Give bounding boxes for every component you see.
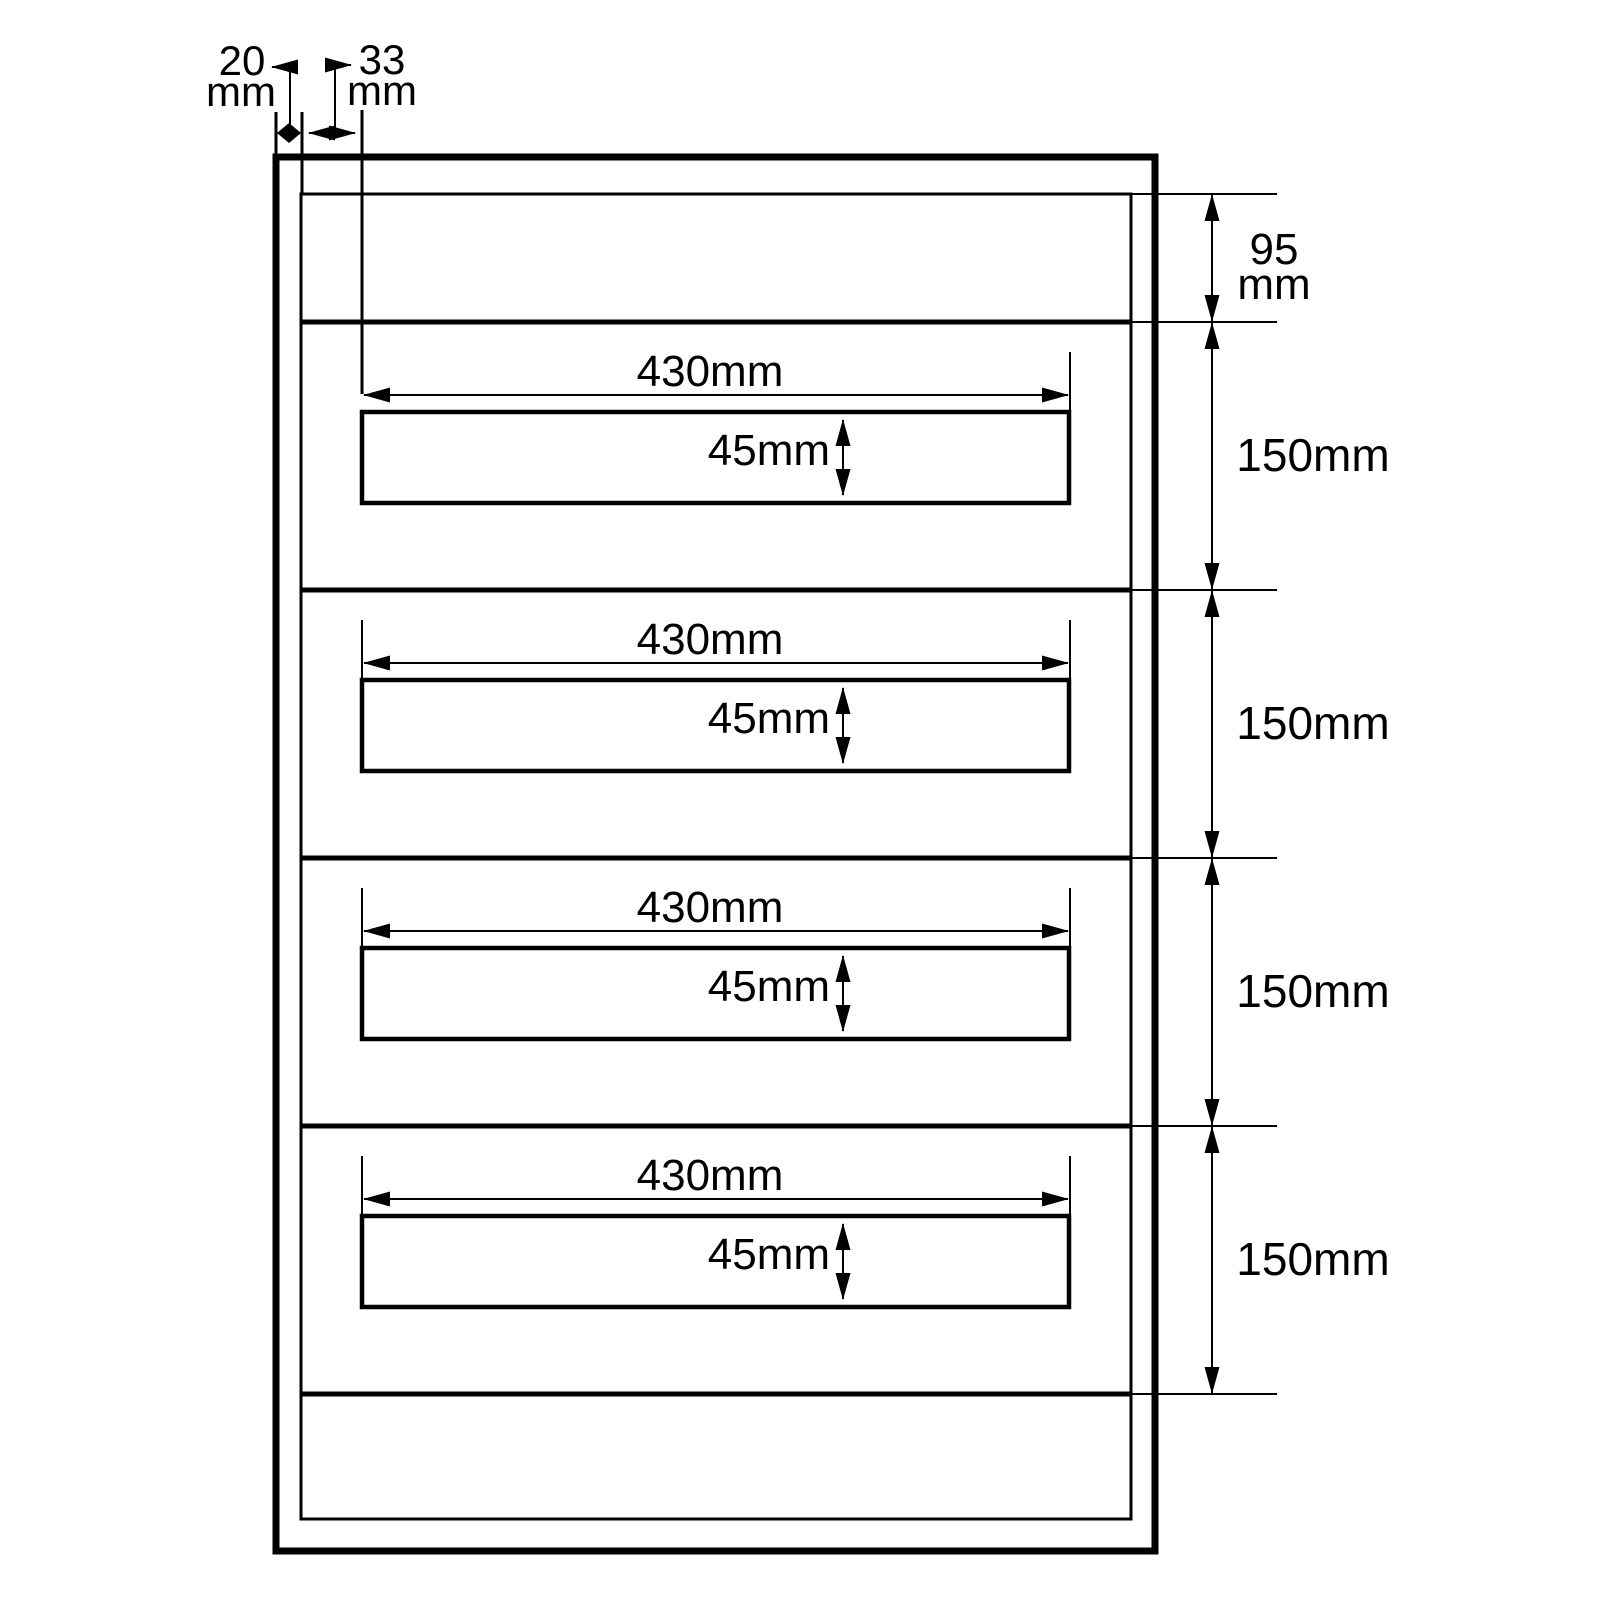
section-height-label-3: 150mm xyxy=(1236,965,1389,1017)
slot-offset-unit: mm xyxy=(347,67,417,114)
frame-offset-unit: mm xyxy=(206,68,276,115)
slot-rect xyxy=(359,945,1072,1042)
slot-width-label: 430mm xyxy=(637,615,784,664)
outer-panel-outline xyxy=(272,153,1159,1555)
header-height-value: 95 xyxy=(1250,225,1299,274)
slot-rect xyxy=(359,409,1072,506)
slot-width-label: 430mm xyxy=(637,347,784,396)
slot-rect xyxy=(359,1213,1072,1310)
slot-4: 430mm 45mm xyxy=(359,1151,1072,1310)
section-height-label-1: 150mm xyxy=(1236,429,1389,481)
section-height-label-2: 150mm xyxy=(1236,697,1389,749)
frame-offset-arrow xyxy=(277,123,301,143)
header-height-unit: mm xyxy=(1237,260,1310,309)
slot-height-label: 45mm xyxy=(708,426,830,475)
slot-offset-dimension: 33 mm xyxy=(308,36,417,141)
slot-height-label: 45mm xyxy=(708,694,830,743)
slot-offset-leader-arrow xyxy=(325,57,352,131)
slot-width-label: 430mm xyxy=(637,1151,784,1200)
slot-height-label: 45mm xyxy=(708,1230,830,1279)
frame-offset-dimension: 20 mm xyxy=(206,37,304,194)
slot-2: 430mm 45mm xyxy=(359,615,1072,774)
slot-height-label: 45mm xyxy=(708,962,830,1011)
frame-offset-leader-arrow xyxy=(271,59,298,126)
section-height-label-4: 150mm xyxy=(1236,1233,1389,1285)
slot-3: 430mm 45mm xyxy=(359,883,1072,1042)
slot-width-label: 430mm xyxy=(637,883,784,932)
frame-offset-value: 20 xyxy=(219,37,266,84)
inner-panel-outline xyxy=(299,192,1133,1521)
slot-rect xyxy=(359,677,1072,774)
vertical-dimension-chain: 95 mm 150mm 150mm 150mm 150mm xyxy=(1132,193,1390,1395)
slot-offset-value: 33 xyxy=(359,36,406,83)
slot-1: 430mm 45mm xyxy=(359,110,1072,506)
